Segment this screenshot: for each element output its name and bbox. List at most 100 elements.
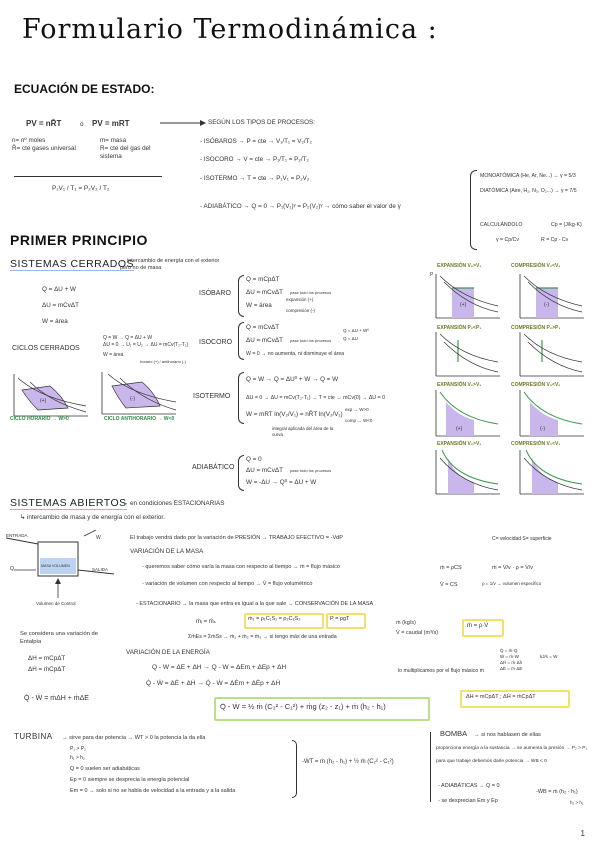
- proceso-isotermo: - ISOTERMO → T = cte → P₁V₁ = P₂V₂: [200, 175, 310, 182]
- m-eq3: ΣṁEs = ΣṁSs → ṁ₁ + ṁ₂ = ṁ₃ → si tengo má…: [188, 634, 337, 640]
- ve2: Q̇ - Ẇ = ΔĖ + ΔḢ → Q̇ - Ẇ = ΔĖm + ΔĖp + …: [146, 680, 281, 687]
- pv-graph-isocoro-exp: [435, 332, 500, 377]
- pv-graph-isotermo-exp: (+): [435, 390, 500, 437]
- page-number: 1: [580, 829, 585, 838]
- vm-r2: V̇ = CS: [440, 582, 458, 588]
- m-rho: ṁ = ρ·V̇: [467, 623, 489, 629]
- isobaro-w: W = área: [246, 302, 272, 309]
- isotermo-label: ISOTERMO: [193, 393, 231, 400]
- r-def: R = Cp - Cv: [541, 237, 569, 243]
- graph-label-comp: COMPRESIÓN V₂<V₁: [511, 263, 561, 269]
- gamma-mono: MONOATÓMICA (He, Ar, Ne...) → γ = 5/3: [480, 173, 576, 179]
- isobaro-q: Q = mCpΔT: [246, 276, 280, 283]
- entalpia-note: Se considera una variación de Entalpía: [20, 631, 98, 645]
- gamma-formula: γ = Cp/Cv: [496, 237, 519, 243]
- isocoro-du: ΔU = mCvΔT: [246, 337, 283, 344]
- isocoro-side1: Q = ΔU + W⁰: [343, 328, 370, 333]
- var-energia-title: VARIACIÓN DE LA ENERGÍA: [126, 649, 210, 656]
- vm-r1: ṁ = ρCS: [440, 565, 462, 571]
- sa-note: → en condiciones ESTACIONARIAS: [122, 500, 225, 507]
- pv-graph-adiabatico-exp: [435, 449, 500, 495]
- heading-ecuacion-estado: ECUACIÓN DE ESTADO:: [14, 82, 155, 96]
- cv-label: Volumen de Control: [36, 601, 76, 606]
- isobaro-exp: expansión (+): [286, 297, 314, 302]
- turbina-eq: -ẆT = ṁ (h₂ - h₁) + ½ ṁ (C₂² - C₁²): [302, 759, 394, 765]
- procesos-title: SEGÚN LOS TIPOS DE PROCESOS:: [208, 119, 315, 126]
- def-rbar: R̄= cte gases universal: [12, 145, 76, 152]
- isocoro-label: ISOCORO: [199, 339, 233, 346]
- cp-def: Cp = (J/kg·K): [551, 222, 582, 228]
- isobaro-label: ISÓBARO: [199, 290, 231, 297]
- var-masa-title: VARIACIÓN DE LA MASA: [130, 548, 204, 555]
- gamma-calc: CALCULÁNDOLO: [480, 222, 523, 228]
- page-title: Formulario Termodinámica :: [22, 14, 438, 45]
- turbina-desc: → sirve para dar potencia → ẆT > 0 la po…: [62, 735, 206, 741]
- sc-note: → intercambio de energía con el exterior…: [120, 258, 220, 271]
- turbina-title: TURBINA: [14, 732, 53, 741]
- svg-text:(+): (+): [40, 398, 47, 404]
- cv-q: Q: [10, 566, 14, 572]
- graph-label-comp-v: COMPRESIÓN V₂<V₁: [511, 382, 561, 388]
- arrow-icon: [160, 120, 206, 126]
- ve-note: lo multiplicamos por el flujo másico ṁ: [398, 668, 484, 674]
- proceso-adiabatico: - ADIABÁTICO → Q = 0 → P₁(V₁)ᵞ = P₂(V₂)ᵞ…: [200, 203, 401, 210]
- vm2: - variación de volumen con respecto al t…: [142, 581, 313, 587]
- bomba-eq2: h₂ > h₁: [570, 800, 584, 805]
- ciclo-antihorario-label: CICLO ANTIHORARIO → W<0: [104, 416, 175, 422]
- vm-r4: ρ = 1/v → volumen específico: [482, 581, 542, 586]
- graph-label-exp: EXPANSIÓN V₂>V₁: [437, 263, 482, 269]
- big-equation: Q̇ - Ẇ = ½ ṁ (C₂² - C₁²) + ṁg (z₂ - z₁) …: [220, 702, 386, 711]
- isocoro-w: W = 0 → no aumenta, ni disminuye el área: [246, 351, 345, 357]
- svg-text:P: P: [430, 272, 434, 278]
- vm-r3: ṁ = V̇/v · ρ = V̇/v: [492, 565, 534, 571]
- ve1: Q - W = ΔE + ΔH → Q - W = ΔEm + ΔEp + ΔH: [152, 664, 287, 671]
- eq-pv-nrt: PV = nR̄T: [26, 119, 62, 128]
- turbina-t4: Ep = 0 siempre se desprecia la energía p…: [70, 777, 190, 783]
- bomba-eq: -ẆB = ṁ (h₂ - h₁): [536, 789, 578, 795]
- bomba-b2: para que trabaje debemos darle potencia …: [436, 759, 547, 764]
- qw-eq: Q̇ - Ẇ = ṁΔH + ṁΔE: [24, 695, 89, 702]
- svg-text:(-): (-): [540, 426, 545, 432]
- adiabatico-du: ΔU = mCvΔT: [246, 467, 283, 474]
- pv-graph-isotermo-comp: (-): [519, 390, 584, 437]
- svg-text:(-): (-): [544, 302, 549, 308]
- proceso-isocoro: - ISOCORO → V = cte → P₁/T₁ = P₂/T₂: [200, 156, 309, 163]
- m-eq: ṁᵢ = ṁₛ: [196, 619, 217, 625]
- isocoro-side2: Q = ΔU: [343, 336, 358, 341]
- isocoro-q: Q = mCvΔT: [246, 324, 280, 331]
- pv-diagrams: (+) P (-) (+) (-): [430, 272, 584, 495]
- ciclos-eq1: Q = W → Q = ΔU + W: [103, 335, 153, 341]
- isotermo-exp: exp → W>0: [345, 407, 369, 412]
- pv-graph-isocoro-comp: [519, 332, 584, 377]
- turbina-t2: h₁ > h₂: [70, 755, 85, 761]
- sa-subnote: ↳ intercambio de masa y de energía con e…: [20, 514, 165, 521]
- dh-box: ΔH = mCpΔT ; ΔḢ = ṁCpΔT: [466, 694, 536, 700]
- svg-text:(+): (+): [456, 426, 463, 432]
- isobaro-du: ΔU = mCvΔT: [246, 289, 283, 296]
- p-eq: P = ρgT: [330, 616, 350, 622]
- bomba-b1: proporciona energía a la sustancia → se …: [436, 746, 588, 751]
- isobaro-du-note: pase todo los procesos: [290, 290, 332, 295]
- svg-text:(+): (+): [460, 302, 467, 308]
- ve-side1: Q̇ = ṁ·Q: [500, 648, 518, 653]
- bomba-note: → si nos hablasen de ellas: [474, 732, 541, 738]
- estacionario: - ESTACIONARIO → la masa que entra es ig…: [136, 601, 374, 607]
- eq-q: Q = ΔU + W: [42, 286, 76, 293]
- turbina-t1: P₁ > P₂: [70, 746, 86, 752]
- control-volume-diagram: [6, 530, 115, 598]
- svg-text:(-): (-): [130, 396, 135, 402]
- eq-or: ó: [80, 121, 84, 128]
- ciclos-eq3b: horario (+) / antihorario (-): [140, 359, 186, 364]
- vm1: - queremos saber cómo varía la masa con …: [142, 564, 340, 570]
- def-n: n= nº moles: [12, 137, 46, 144]
- graph-label-exp-v: EXPANSIÓN V₂>V₁: [437, 382, 482, 388]
- heading-primer-principio: PRIMER PRINCIPIO: [10, 232, 148, 248]
- ve-side3: ΔḢ = ṁ·Δh: [500, 660, 523, 665]
- adiabatico-label: ADIABÁTICO: [192, 464, 235, 471]
- m-units1: ṁ (kg/s): [396, 620, 416, 626]
- gamma-di: DIATÓMICA (Aire, H₂, N₂, O₂...) → γ = 7/…: [480, 188, 577, 194]
- isotermo-comp: comp → W<0: [345, 418, 373, 423]
- turbina-t5: Em = 0 → solo si no se habla de velocida…: [70, 788, 236, 794]
- ve-side5: kJ/s = W: [540, 654, 558, 659]
- ciclo-horario-graph: (+): [13, 374, 88, 417]
